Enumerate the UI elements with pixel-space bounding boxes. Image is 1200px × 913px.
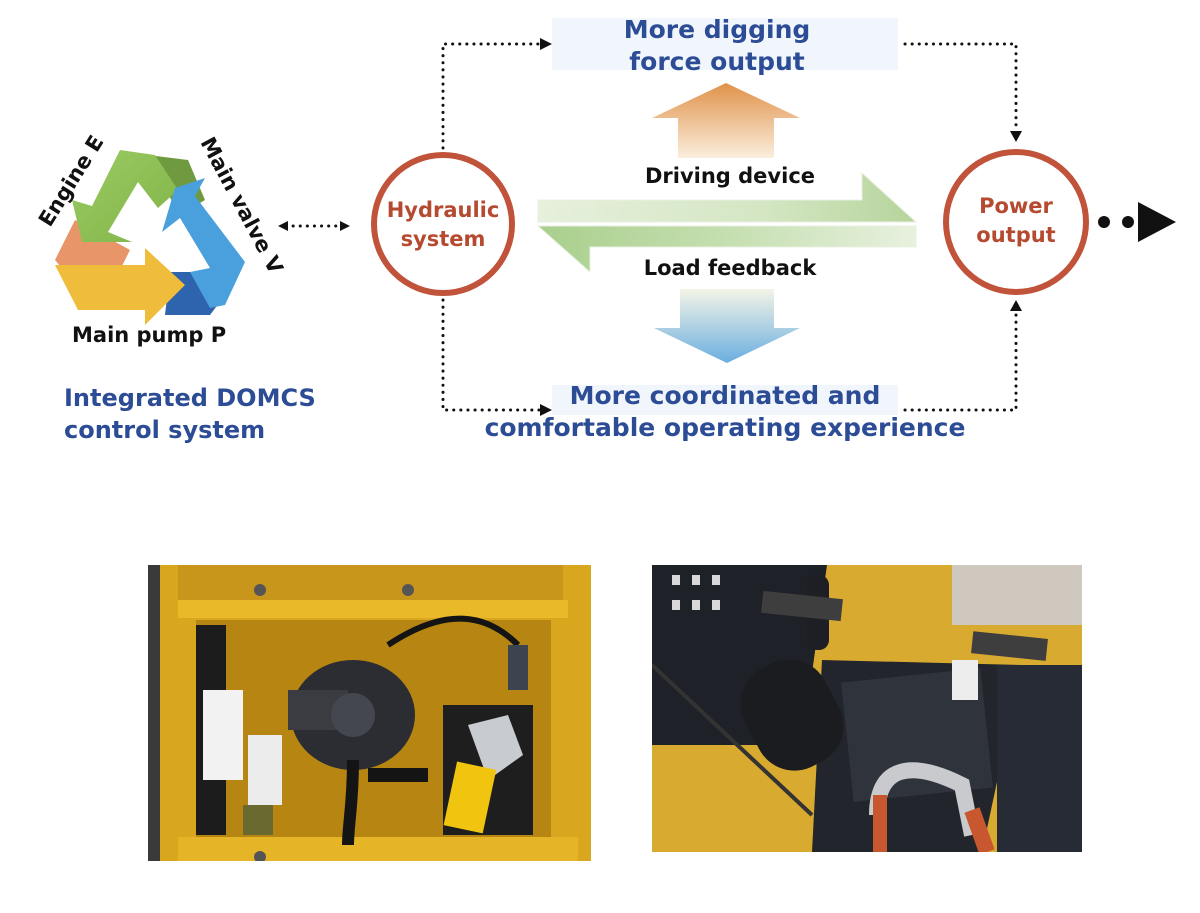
bottom-outcome: More coordinated and comfortable operati… — [470, 380, 980, 444]
pump-label: Main pump P — [72, 323, 226, 347]
load-feedback-label: Load feedback — [643, 256, 817, 280]
top-outcome-box — [552, 18, 898, 70]
top-outcome: More digging force output — [552, 14, 882, 78]
cycle-arrow-valve — [162, 178, 245, 308]
power-circle — [943, 149, 1089, 295]
cycle-hydraulic-connector — [278, 221, 350, 231]
top-to-power-connector — [903, 42, 1022, 142]
power-output-node: Power output — [946, 192, 1086, 250]
bottom-to-power-connector — [903, 300, 1022, 412]
bottom-outcome-line1: More coordinated and — [569, 381, 881, 410]
power-line2: output — [976, 223, 1056, 247]
engine-compartment-photo — [652, 565, 1082, 852]
right-arrow-driving — [537, 171, 918, 223]
hydraulic-line1: Hydraulic — [386, 198, 500, 222]
output-arrow-icon — [1098, 202, 1176, 242]
hydraulic-to-bottom-connector — [441, 298, 552, 416]
left-arrow-feedback — [536, 225, 917, 274]
domcs-caption-line2: control system — [64, 416, 266, 444]
bottom-outcome-box — [552, 385, 898, 415]
driving-device-label: Driving device — [644, 164, 816, 188]
cycle-arrow-engine — [72, 150, 178, 242]
domcs-caption: Integrated DOMCS control system — [64, 382, 316, 446]
hydraulic-circle — [371, 152, 515, 296]
hydraulic-line2: system — [400, 227, 486, 251]
bottom-outcome-line2: comfortable operating experience — [484, 413, 966, 442]
down-arrow-feedback — [654, 289, 800, 363]
up-arrow-driving — [652, 83, 800, 158]
domcs-caption-line1: Integrated DOMCS — [64, 384, 316, 412]
cycle-arrow-pump — [55, 248, 185, 325]
power-line1: Power — [979, 194, 1053, 218]
top-outcome-line2: force output — [629, 47, 805, 76]
domcs-cycle-diagram: Engine E Main valve V Main pump P — [34, 131, 288, 347]
hydraulic-system-node: Hydraulic system — [373, 196, 513, 254]
hydraulic-pump-photo — [148, 565, 591, 861]
top-outcome-line1: More digging — [623, 15, 811, 44]
flow-connectors — [278, 18, 1176, 416]
hydraulic-to-top-connector — [441, 38, 552, 150]
